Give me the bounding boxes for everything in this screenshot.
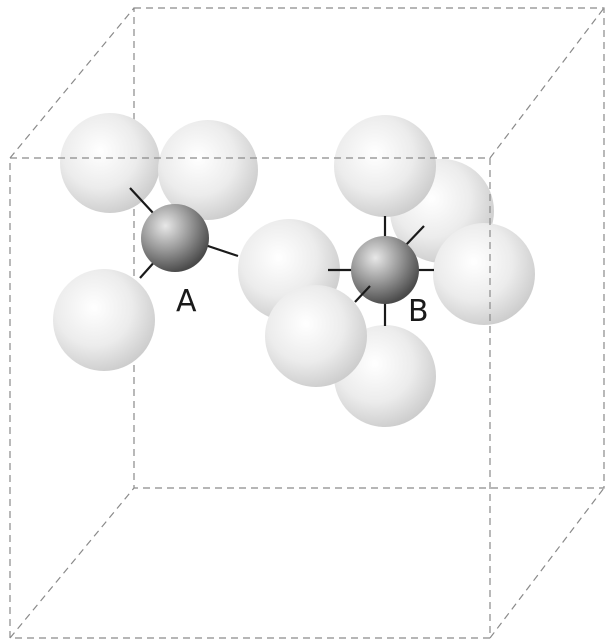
cube-back-edges — [9, 7, 605, 639]
interstitial-atom-a — [141, 204, 209, 272]
site-b-label: B — [408, 294, 429, 329]
host-atom-b-top — [334, 115, 436, 217]
host-atom-a-top-right — [158, 120, 258, 220]
host-atom-a-bottom — [53, 269, 155, 371]
site-a-label: A — [176, 284, 197, 319]
host-atom-b-right — [433, 223, 535, 325]
host-atom-b-front — [265, 285, 367, 387]
cube-front-face — [9, 157, 491, 639]
site-b-front-bond — [354, 285, 371, 303]
host-atom-a-top-left — [60, 113, 160, 213]
